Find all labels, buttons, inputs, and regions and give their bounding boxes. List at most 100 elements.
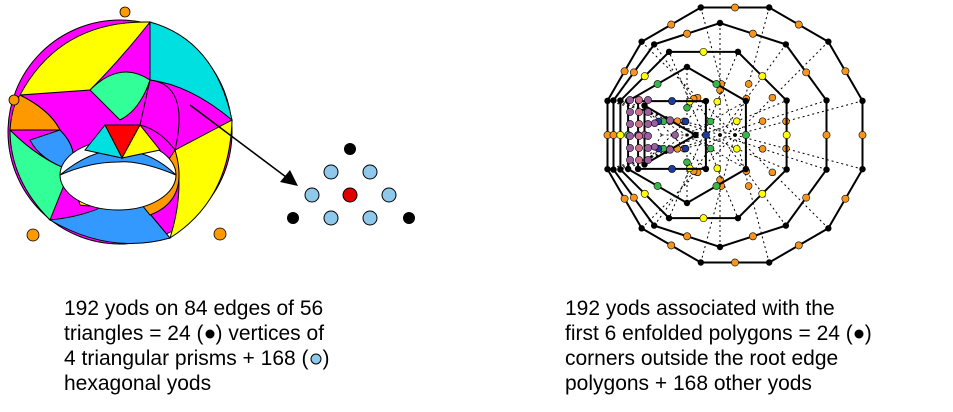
corner-yod (638, 38, 645, 45)
edge-yod (822, 131, 831, 139)
polygon-spoke (719, 134, 827, 171)
edge-yod (758, 72, 767, 81)
cluster-yod (626, 108, 634, 116)
edge-yod (702, 131, 710, 139)
corner-yod (697, 4, 705, 11)
interior-yod (733, 145, 741, 153)
corner-yod (783, 97, 790, 104)
interior-yod (681, 117, 690, 126)
hexagonal-yod (304, 187, 320, 203)
cluster-yod (626, 120, 634, 128)
edge-yod (699, 47, 708, 56)
interior-yod (650, 143, 659, 151)
cluster-yod (644, 132, 652, 140)
right-caption-line-4: polygons + 168 other yods (565, 372, 812, 395)
left-caption-line-3a: 4 triangular prisms + 168 ( (64, 347, 309, 370)
edge-yod (758, 189, 767, 198)
polygon-spoke (734, 41, 829, 136)
left-figure-svg (7, 6, 415, 245)
corner-yod (650, 222, 658, 229)
edge-yod (640, 72, 649, 81)
right-caption-line-2: first 6 enfolded polygons = 24 () (565, 321, 953, 346)
pointer-arrow (189, 104, 298, 186)
hexagonal-yod (362, 164, 378, 180)
corner-yod (604, 165, 611, 173)
edge-yod (858, 131, 867, 139)
corner-yod (783, 166, 790, 173)
cluster-yod (644, 108, 652, 116)
corner-yod (617, 166, 624, 173)
right-caption-line-3: corners outside the root edge (565, 347, 839, 370)
polygon-spoke (686, 134, 747, 170)
corner-yod (610, 97, 617, 104)
polygon-spoke (703, 100, 787, 136)
corner-yod (702, 97, 710, 105)
edge-yod (731, 258, 739, 267)
cluster-yod (644, 120, 652, 128)
edge-yod (749, 29, 757, 38)
interior-yod (706, 117, 715, 126)
corner-yod (825, 225, 832, 232)
left-caption-line-2b: ) vertices of (215, 322, 325, 345)
hexagonal-yod (323, 210, 339, 226)
corner-yod (765, 259, 773, 266)
cluster-yod (635, 156, 643, 164)
polygon-spoke (644, 134, 662, 165)
edge-yod (841, 67, 850, 76)
corner-yod (859, 165, 866, 173)
polygon-spoke (734, 100, 863, 136)
centre-yod (342, 187, 358, 203)
polygon-spoke (734, 134, 829, 229)
black-dot-icon (854, 329, 864, 339)
edge-yod (620, 67, 629, 76)
right-figure (600, 0, 900, 275)
edge-yod (666, 145, 674, 154)
corner-yod (782, 222, 790, 229)
yod-triangle (287, 143, 415, 226)
corner-yod (716, 19, 724, 27)
edge-yod (683, 232, 691, 241)
hexagonal-yod (381, 187, 397, 203)
cluster-yod (626, 96, 634, 104)
polygon-spoke (734, 134, 770, 263)
edge-yod (668, 165, 676, 173)
corner-yod (617, 97, 624, 104)
cluster-yod (644, 144, 652, 152)
corner-yod (742, 165, 750, 173)
right-caption-line-2a: first 6 enfolded polygons = 24 ( (565, 322, 853, 345)
cluster-yod (644, 156, 652, 164)
corner-yod (624, 165, 632, 173)
corner-yod (683, 199, 691, 207)
interior-yod (758, 145, 767, 153)
edge-yod (653, 182, 662, 190)
polygon-spoke (734, 7, 770, 136)
hexagonal-yod (323, 164, 339, 180)
polygon-spoke (719, 134, 787, 226)
cluster-yod (644, 96, 652, 104)
corner-yod (650, 41, 658, 48)
left-caption-line-2a: triangles = 24 ( (64, 322, 204, 345)
corner-yod (825, 38, 832, 45)
polygon-spoke (686, 100, 747, 136)
edge-yod (668, 97, 676, 105)
edge-yod (653, 80, 662, 88)
corner-yod (765, 4, 773, 11)
edge-yod (712, 80, 721, 88)
interior-yod (683, 104, 691, 112)
corner-yod (665, 48, 673, 56)
hexagonal-yod (362, 210, 378, 226)
corner-yod (702, 165, 710, 173)
corner-yod (665, 214, 673, 222)
interior-yod (681, 144, 690, 153)
black-dot-icon (205, 329, 214, 339)
polygon-spoke (719, 44, 787, 136)
right-caption: 192 yods associated with the first 6 enf… (565, 296, 953, 396)
corner-yod (638, 225, 645, 232)
polygon-spoke (719, 99, 827, 136)
cluster-yod (635, 132, 643, 140)
interior-yod (713, 98, 721, 106)
edge-yod (712, 182, 721, 190)
interior-yod (758, 117, 767, 125)
cluster-yod (626, 132, 634, 140)
black-yod (403, 212, 415, 224)
